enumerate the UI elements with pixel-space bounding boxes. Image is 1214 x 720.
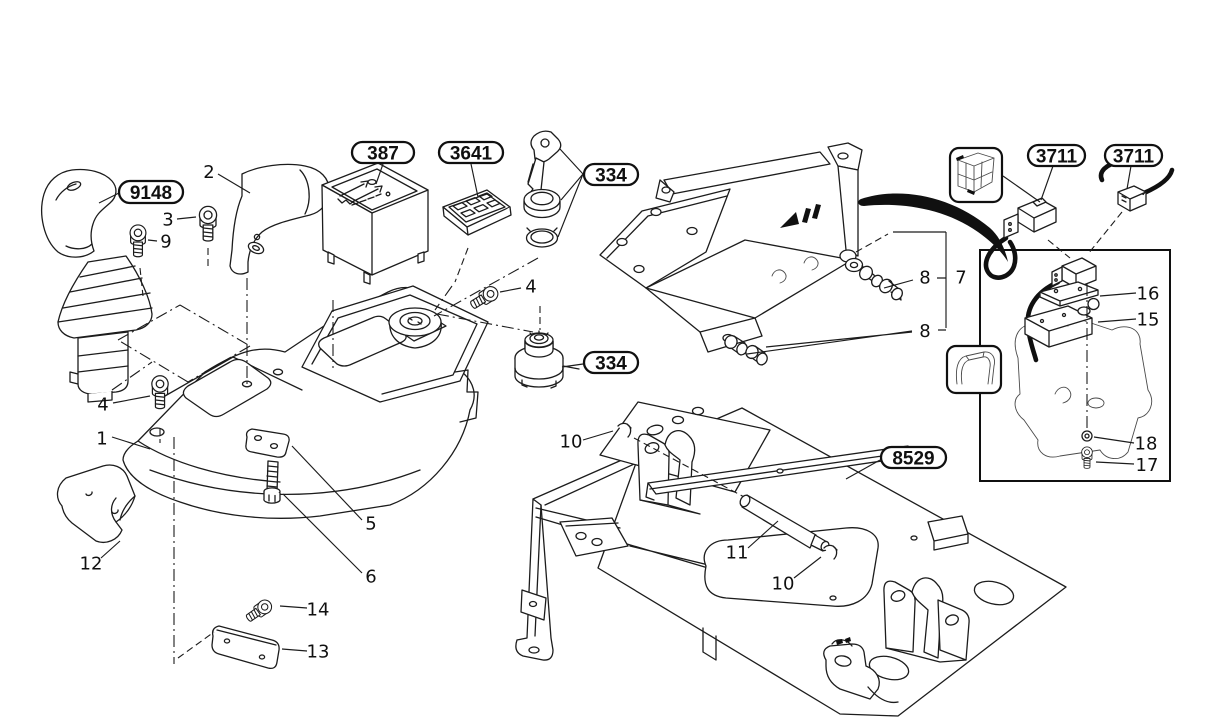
- callout-8529[interactable]: 8529: [879, 445, 948, 470]
- item-number-12: 12: [80, 554, 103, 575]
- item-numbers: 1 2 3 4 4 5 6 7 8 8 9 10 10 11 12 13 14 …: [80, 162, 1160, 663]
- callout-387[interactable]: 387: [350, 140, 416, 165]
- instrument-panel: [321, 162, 429, 285]
- armrest: [229, 163, 330, 275]
- item-number-8a: 8: [919, 268, 930, 289]
- item-number-17: 17: [1136, 455, 1159, 476]
- callout-3711-right[interactable]: 3711: [1103, 143, 1164, 168]
- item-number-2: 2: [203, 162, 214, 183]
- item-number-11: 11: [726, 543, 749, 564]
- harness-connector-right: [1098, 159, 1175, 212]
- screw-9: [129, 224, 147, 258]
- joystick-assembly: [41, 168, 153, 403]
- item-number-10a: 10: [560, 432, 583, 453]
- item-number-8b: 8: [919, 321, 930, 342]
- key-bezel: [523, 188, 561, 219]
- leader-lines: [98, 148, 1137, 652]
- item-number-6: 6: [365, 567, 376, 588]
- seat-frame: [515, 401, 1067, 717]
- direction-arrow-marks: [780, 204, 821, 228]
- item-number-4b: 4: [97, 395, 108, 416]
- item-number-9: 9: [160, 232, 171, 253]
- item-number-13: 13: [307, 642, 330, 663]
- callout-3641[interactable]: 3641: [437, 140, 505, 165]
- callout-3711-left-label[interactable]: 3711: [1036, 147, 1078, 168]
- callout-3711-left[interactable]: 3711: [1026, 143, 1087, 168]
- excavator-cab-location-icon: [948, 146, 1004, 204]
- item-number-3: 3: [162, 210, 173, 231]
- callout-9148-label[interactable]: 9148: [130, 183, 172, 204]
- harness-connector-left: [983, 197, 1057, 280]
- mounting-bracket: [599, 142, 864, 353]
- screw-3: [198, 205, 218, 242]
- wrist-pad: [56, 464, 136, 544]
- item-number-7: 7: [955, 268, 966, 289]
- callout-334-ignition[interactable]: 334: [582, 350, 640, 375]
- callout-334-key[interactable]: 334: [582, 162, 640, 187]
- screw-4-left: [151, 375, 169, 410]
- callout-334-key-label[interactable]: 334: [595, 166, 627, 187]
- callout-3641-label[interactable]: 3641: [450, 144, 493, 165]
- switch-panel: [442, 189, 512, 236]
- item-number-5: 5: [365, 514, 376, 535]
- pivot-washer: [844, 257, 864, 273]
- screw-17: [1081, 446, 1093, 469]
- retainer-clip-icon: [945, 344, 1003, 395]
- callout-3711-right-label[interactable]: 3711: [1113, 147, 1155, 168]
- callout-387-label[interactable]: 387: [367, 144, 399, 165]
- key: [527, 130, 562, 198]
- cover-plate: [211, 625, 280, 670]
- bushings-upper: [859, 265, 903, 301]
- item-number-16: 16: [1137, 284, 1160, 305]
- callout-334-ignition-label[interactable]: 334: [595, 354, 627, 375]
- assembly-centerlines: [111, 211, 1123, 664]
- item-number-10b: 10: [772, 574, 795, 595]
- screw-14: [243, 596, 275, 626]
- bolt-6: [263, 460, 281, 504]
- lock-ring: [525, 227, 559, 248]
- callout-9148[interactable]: 9148: [117, 179, 185, 205]
- mounting-direction-swoosh-arrow: [858, 193, 1008, 262]
- circlip-top: [617, 422, 632, 438]
- circlip-bottom: [823, 544, 838, 560]
- detail-box-content: [1014, 257, 1152, 469]
- callout-8529-label[interactable]: 8529: [892, 449, 934, 470]
- item-number-1: 1: [96, 429, 107, 450]
- ignition-switch: [514, 330, 580, 389]
- pivot-pin: [633, 437, 830, 552]
- console-housing: [122, 285, 489, 519]
- item-number-14: 14: [307, 600, 330, 621]
- item-number-18: 18: [1135, 434, 1158, 455]
- item-number-4a: 4: [525, 277, 536, 298]
- item-number-15: 15: [1137, 310, 1160, 331]
